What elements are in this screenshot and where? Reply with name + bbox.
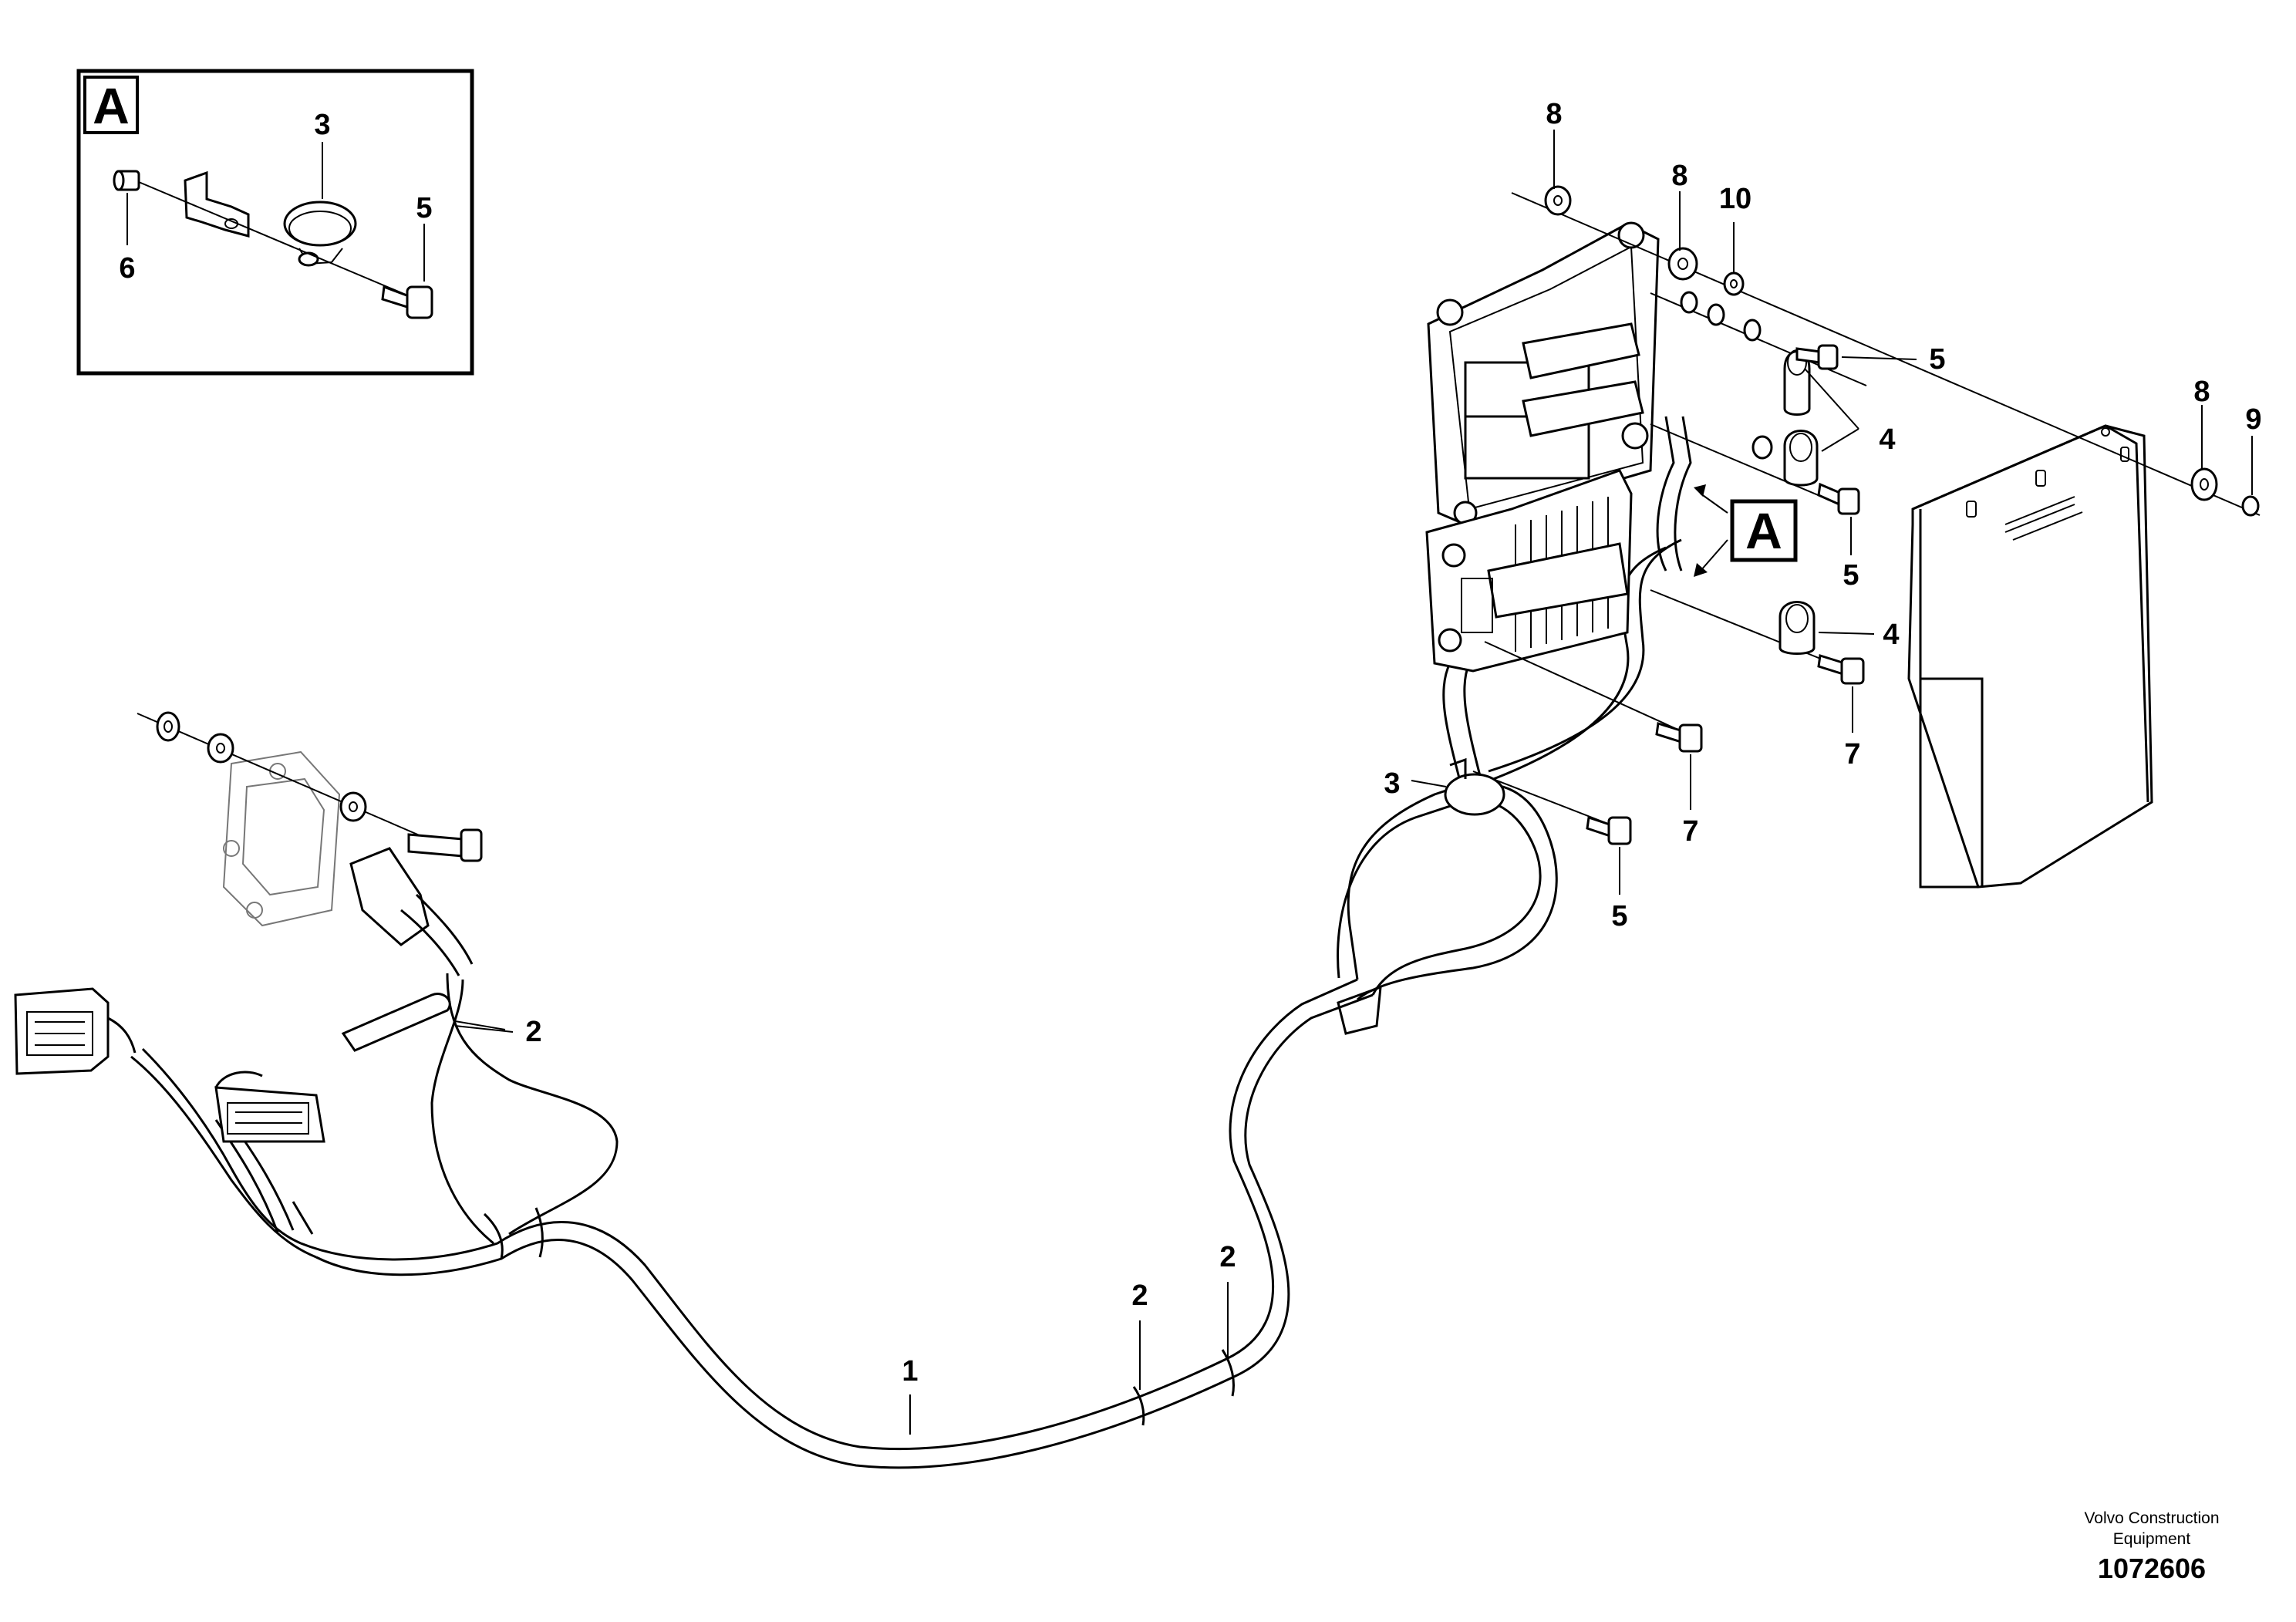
- cable-tie-icons: [1132, 1349, 1235, 1426]
- cable-tie-left: [341, 993, 506, 1052]
- label-bolt-5b: 5: [1843, 559, 1859, 592]
- label-washer-8b: 8: [1671, 160, 1687, 192]
- harness-clamp-icon: [1444, 757, 1505, 816]
- label-tie-2c: 2: [1219, 1241, 1236, 1273]
- label-bolt-5c: 5: [1611, 900, 1627, 932]
- label-tie-2b: 2: [1131, 1280, 1148, 1312]
- label-clamp-3: 3: [1384, 767, 1400, 800]
- left-fasteners: [137, 711, 483, 862]
- ref-callout-a: A: [1694, 484, 1798, 577]
- detail-view-a: A 6 3 5: [76, 69, 474, 376]
- flange-plate: [222, 750, 341, 927]
- ecu-lower: [1425, 469, 1633, 673]
- label-harness-1: 1: [902, 1355, 918, 1388]
- connector-left-large: [14, 987, 137, 1075]
- footer: Volvo Construction Equipment 1072606: [2084, 1509, 2219, 1584]
- label-washer-8c: 8: [2193, 376, 2210, 408]
- bolt-7-mid: [1655, 722, 1703, 753]
- washer-8b: [1667, 247, 1698, 281]
- bolt-5-upper: [1795, 344, 1839, 370]
- clamp-icon: [283, 201, 357, 267]
- washer-8a: [1544, 185, 1572, 216]
- washer-10: [1723, 271, 1745, 296]
- label-washer-10: 10: [1719, 183, 1752, 215]
- ref-letter-a: A: [1745, 502, 1782, 559]
- nut-icon: [113, 170, 140, 191]
- grommet-icon-b: [1783, 430, 1819, 487]
- bolt-5-lower: [1586, 816, 1632, 845]
- label-tie-2a: 2: [525, 1016, 541, 1048]
- callout-labels: 8 8 10 8 9 5 4 5 4 7 7 5 3 2 1 2 2: [525, 98, 2261, 1388]
- credit-line-2: Equipment: [2113, 1530, 2191, 1548]
- bolt-5-mid: [1817, 482, 1860, 515]
- label-nut-6: 6: [119, 252, 135, 285]
- label-washer-8a: 8: [1546, 98, 1562, 130]
- wiring-harness: [130, 416, 1692, 1469]
- label-grommet-4b: 4: [1883, 619, 1899, 651]
- bolt-7-right: [1817, 654, 1865, 685]
- ecu-cover: [1907, 424, 2153, 889]
- bracket-icon: [184, 170, 250, 238]
- grommet-icon-a: [1783, 349, 1811, 416]
- label-grommet-4a: 4: [1879, 423, 1895, 456]
- grommet-icon-c: [1778, 601, 1816, 655]
- label-clamp-3-detail: 3: [314, 109, 330, 141]
- leader-lines: [454, 130, 2253, 1435]
- ecu-upper: [1427, 221, 1660, 526]
- label-bolt-7a: 7: [1844, 738, 1860, 771]
- detail-box-letter: A: [93, 77, 130, 134]
- label-bolt-5a: 5: [1929, 343, 1945, 376]
- connector-left-small: [214, 1071, 325, 1143]
- label-nut-9: 9: [2245, 403, 2261, 436]
- washer-8c: [2190, 467, 2218, 501]
- credit-line-1: Volvo Construction: [2084, 1509, 2219, 1527]
- small-washers: [1680, 291, 1773, 460]
- connector-upper: [349, 847, 474, 976]
- label-bolt-5-detail: 5: [416, 192, 432, 224]
- nut-9: [2241, 495, 2260, 517]
- bolt-icon: [381, 285, 433, 319]
- label-bolt-7b: 7: [1682, 815, 1698, 848]
- document-number: 1072606: [2098, 1553, 2206, 1584]
